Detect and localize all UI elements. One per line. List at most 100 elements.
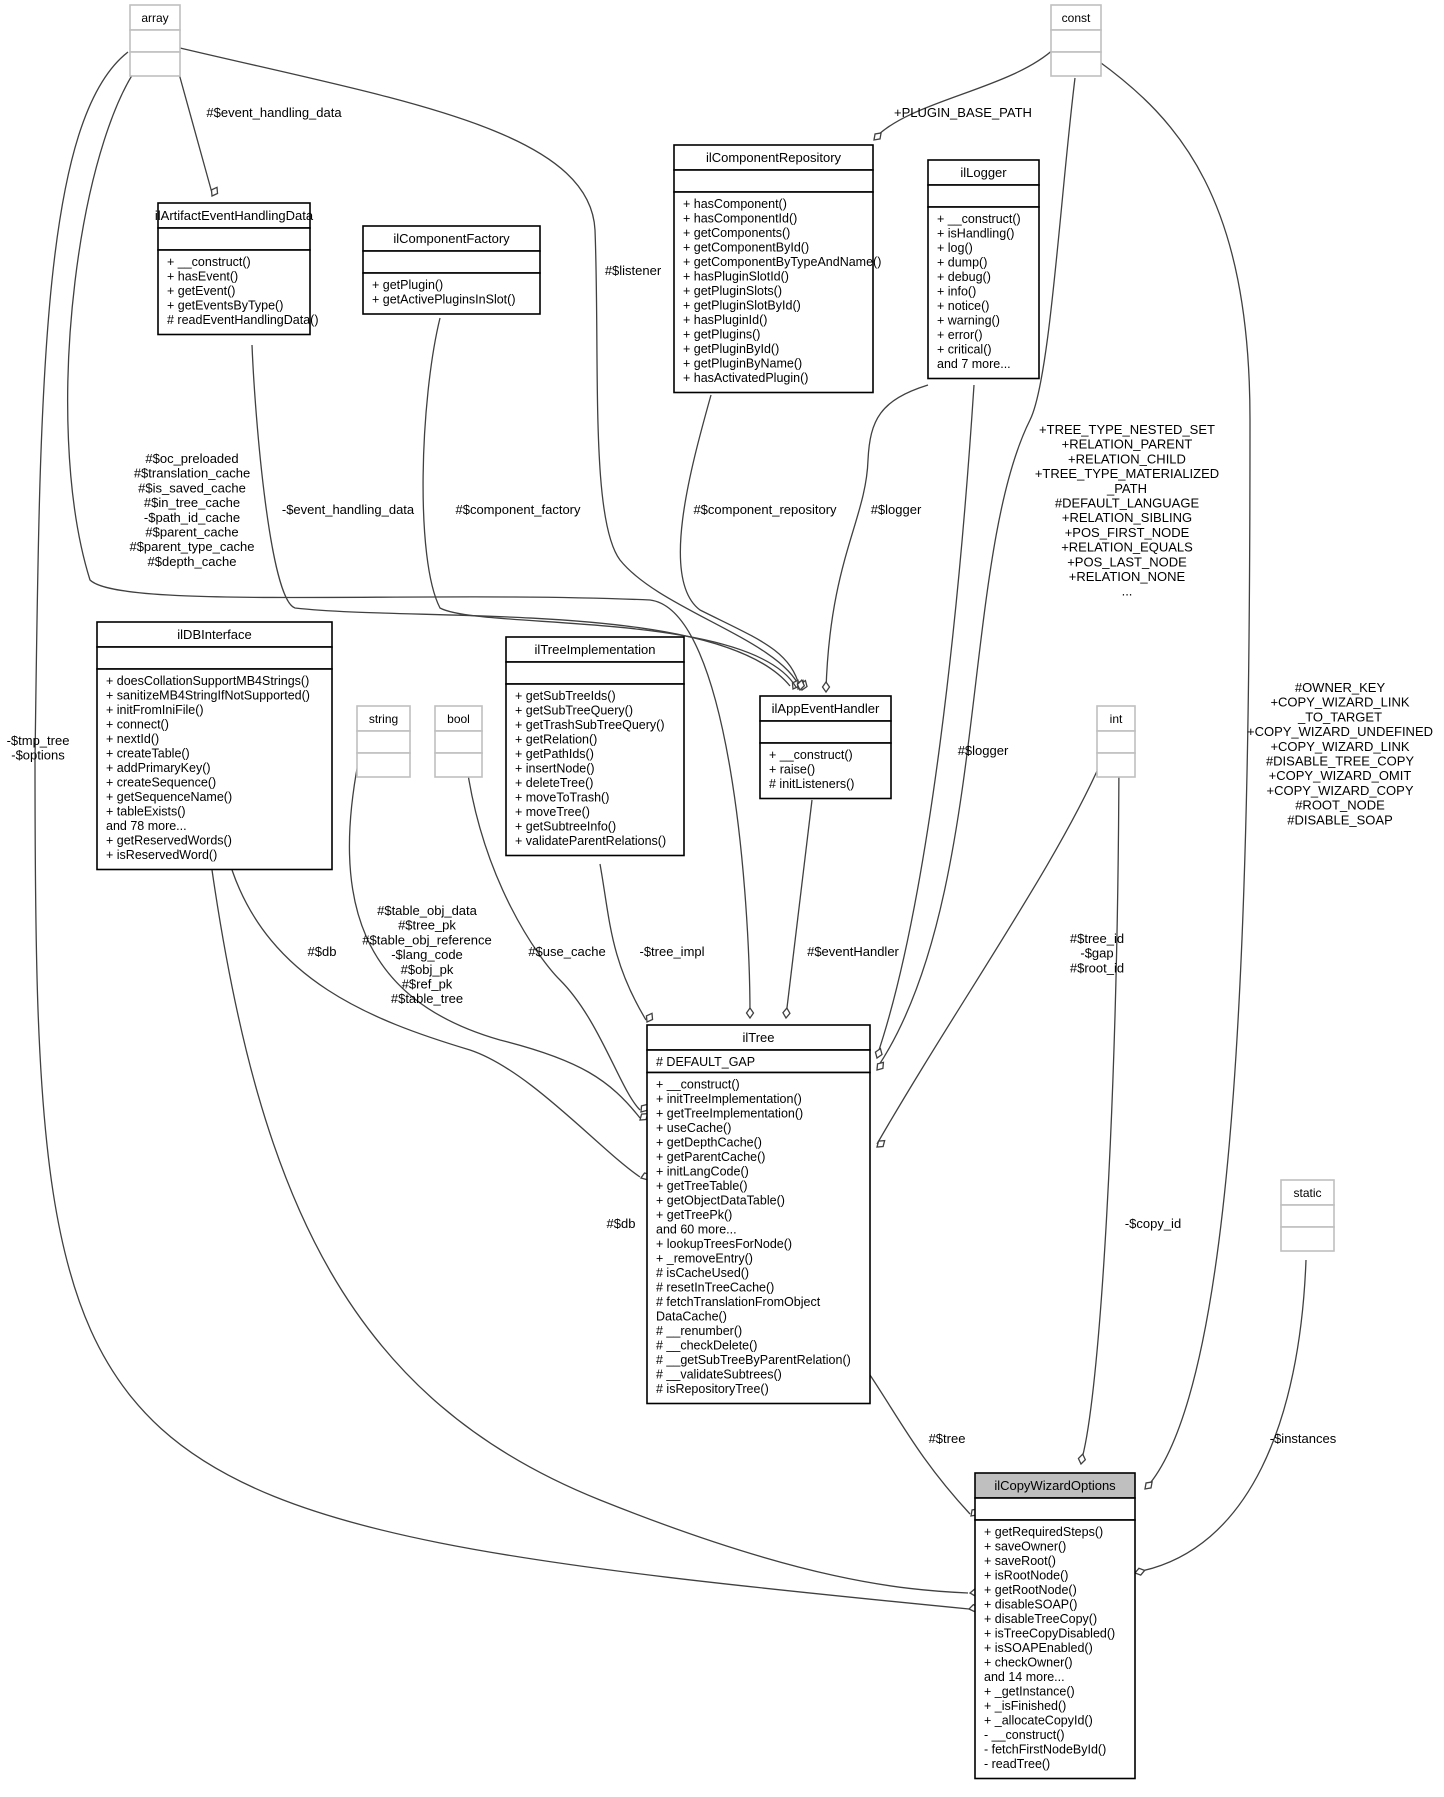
- edge-line: [231, 869, 641, 1178]
- class-method: + _getInstance(): [984, 1685, 1075, 1699]
- edge-line: [1096, 59, 1251, 1488]
- edge-appevent-tree: [782, 799, 813, 1020]
- edge-const-repository: [873, 47, 1056, 141]
- class-ilAppEventHandler[interactable]: ilAppEventHandler + __construct()+ raise(…: [759, 695, 892, 800]
- class-title-box: [505, 636, 685, 663]
- class-method: + useCache(): [656, 1121, 731, 1135]
- class-method: + critical(): [937, 343, 992, 357]
- class-method: + getSubtreeInfo(): [515, 820, 616, 834]
- edge-line: [873, 47, 1056, 140]
- class-method: + hasPluginId(): [683, 313, 767, 327]
- class-method: + getEventsByType(): [167, 299, 283, 313]
- class-attributes-box: [1096, 730, 1136, 754]
- class-array[interactable]: array: [129, 4, 181, 77]
- class-ilDBInterface[interactable]: ilDBInterface + doesCollationSupportMB4St…: [96, 621, 333, 871]
- aggregation-diamond: [873, 132, 882, 141]
- class-method: + nextId(): [106, 732, 159, 746]
- edge-label-event-handler: #$eventHandler: [807, 944, 899, 959]
- class-method: + hasComponent(): [683, 197, 787, 211]
- class-methods-box: [1280, 1226, 1335, 1252]
- class-name: static: [1293, 1186, 1321, 1200]
- class-method: - fetchFirstNodeById(): [984, 1743, 1106, 1757]
- class-name: ilDBInterface: [177, 627, 251, 642]
- class-method: + isRootNode(): [984, 1569, 1068, 1583]
- class-method: + hasActivatedPlugin(): [683, 371, 808, 385]
- edge-label-plugin-base-path: +PLUGIN_BASE_PATH: [894, 105, 1032, 120]
- class-method: + log(): [937, 241, 973, 255]
- class-ilCopyWizardOptions[interactable]: ilCopyWizardOptions+ getRequiredSteps()+…: [974, 1472, 1136, 1780]
- class-method: + isHandling(): [937, 227, 1014, 241]
- class-method: + info(): [937, 285, 976, 299]
- class-method: + getPluginSlotById(): [683, 299, 801, 313]
- edge-label-event-handling-data-bottom: -$event_handling_data: [282, 502, 415, 517]
- class-ilArtifactEventHandlingData[interactable]: ilArtifactEventHandlingData+ __construct…: [155, 202, 319, 336]
- class-static[interactable]: static: [1280, 1179, 1335, 1252]
- class-method: + getSubTreeIds(): [515, 689, 616, 703]
- aggregation-diamond: [745, 1006, 755, 1020]
- class-ilTreeImplementation[interactable]: ilTreeImplementation+ getSubTreeIds()+ g…: [505, 636, 685, 857]
- edge-label-db-copy: #$db: [607, 1216, 636, 1231]
- class-int[interactable]: int: [1096, 705, 1136, 778]
- class-method: + doesCollationSupportMB4Strings(): [106, 674, 309, 688]
- class-methods-box: [673, 191, 874, 394]
- class-method: + getEvent(): [167, 284, 235, 298]
- edge-label-copy-constants: #OWNER_KEY+COPY_WIZARD_LINK_TO_TARGET+CO…: [1247, 680, 1433, 827]
- class-method: + getComponentById(): [683, 241, 809, 255]
- class-methods-box: [362, 272, 541, 315]
- class-attributes-box: [434, 730, 483, 754]
- class-ilTree[interactable]: ilTree# DEFAULT_GAP+ __construct()+ init…: [646, 1024, 871, 1405]
- class-methods-box: [157, 249, 311, 336]
- edge-tree-copywizard: [869, 1374, 979, 1517]
- edge-line: [211, 869, 969, 1594]
- class-attributes-box: [927, 184, 1040, 208]
- class-methods-box: [1050, 51, 1102, 77]
- aggregation-diamond: [796, 679, 806, 692]
- aggregation-diamond: [1077, 1453, 1087, 1466]
- class-method: + saveOwner(): [984, 1540, 1066, 1554]
- edge-label-component-repository: #$component_repository: [693, 502, 837, 517]
- edge-const-tree: [876, 77, 1076, 1071]
- aggregation-diamond: [876, 1061, 885, 1071]
- class-method: + notice(): [937, 299, 989, 313]
- class-string[interactable]: string: [356, 705, 411, 778]
- edge-label-instances: -$instances: [1270, 1431, 1337, 1446]
- class-name: ilComponentFactory: [393, 231, 510, 246]
- class-methods-box: [927, 206, 1040, 380]
- edge-label-tree-constants: +TREE_TYPE_NESTED_SET+RELATION_PARENT+RE…: [1035, 422, 1219, 599]
- class-method: + getActivePluginsInSlot(): [372, 293, 515, 307]
- aggregation-diamond: [876, 1139, 886, 1148]
- class-method: + debug(): [937, 270, 991, 284]
- class-name: ilAppEventHandler: [772, 701, 880, 716]
- edge-logger-tree: [874, 384, 975, 1060]
- class-method: + getTreePk(): [656, 1208, 732, 1222]
- class-attributes-box: [505, 661, 685, 685]
- class-attributes-box: [96, 646, 333, 670]
- class-method: + getTreeTable(): [656, 1179, 748, 1193]
- class-method: # __checkDelete(): [656, 1339, 757, 1353]
- edge-line: [876, 384, 975, 1057]
- edge-labels: #$event_handling_data+PLUGIN_BASE_PATH#$…: [7, 105, 1433, 1446]
- edge-label-copy-id: -$copy_id: [1125, 1216, 1181, 1231]
- class-ilLogger[interactable]: ilLogger+ __construct()+ isHandling()+ l…: [927, 159, 1040, 380]
- class-bool[interactable]: bool: [434, 705, 483, 778]
- edge-label-int-fields: #$tree_id-$gap#$root_id: [1070, 931, 1124, 975]
- class-ilComponentFactory[interactable]: ilComponentFactory+ getPlugin()+ getActi…: [362, 225, 541, 315]
- class-attributes-box: [673, 169, 874, 193]
- class-methods-box: [974, 1519, 1136, 1780]
- class-const[interactable]: const: [1050, 4, 1102, 77]
- class-method: + getTreeImplementation(): [656, 1107, 803, 1121]
- class-method: + validateParentRelations(): [515, 834, 666, 848]
- class-ilComponentRepository[interactable]: ilComponentRepository+ hasComponent()+ h…: [673, 144, 881, 394]
- edge-line: [869, 1374, 971, 1515]
- class-method: # isRepositoryTree(): [656, 1382, 769, 1396]
- class-name: ilArtifactEventHandlingData: [155, 208, 314, 223]
- class-method: + _allocateCopyId(): [984, 1714, 1093, 1728]
- edge-label-logger-app: #$logger: [871, 502, 922, 517]
- class-method: # __getSubTreeByParentRelation(): [656, 1353, 851, 1367]
- class-method: + __construct(): [769, 748, 853, 762]
- edge-repository-appevent: [679, 394, 806, 692]
- class-method: + moveTree(): [515, 805, 590, 819]
- class-method: + raise(): [769, 763, 815, 777]
